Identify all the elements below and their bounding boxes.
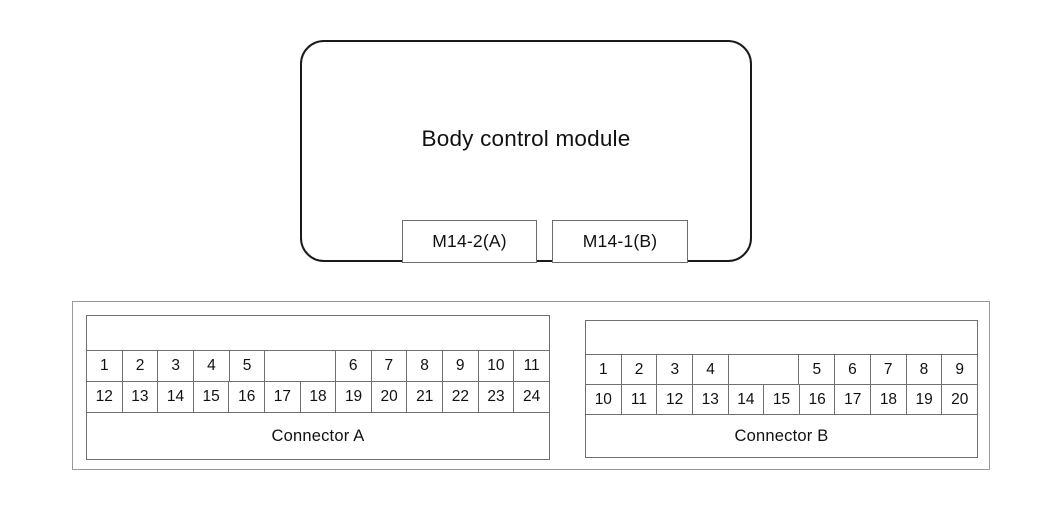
connector-a-pin-10: 10 [478,351,515,381]
connector-b-pin-1: 1 [586,355,622,384]
connector-b-pin-4: 4 [693,355,729,384]
module-connector-tab-b[interactable]: M14-1(B) [552,220,688,263]
connector-a-pin-16: 16 [229,382,266,412]
connector-b-pin-2: 2 [621,355,658,384]
connector-a-pin-9: 9 [442,351,479,381]
connector-b-pin-6: 6 [835,355,871,384]
connector-b-label: Connector B [586,415,977,457]
connector-a-pin-22: 22 [443,382,479,412]
connector-b-pin-20: 20 [942,385,978,414]
connector-b-pin-15: 15 [764,385,800,414]
connector-a-label: Connector A [87,413,549,459]
connector-b-pin-11: 11 [621,385,658,414]
connector-b-pin-18: 18 [871,385,907,414]
connector-b-pin-13: 13 [692,385,729,414]
connector-a-pin-6: 6 [335,351,372,381]
connector-b-pin-16: 16 [799,385,836,414]
connector-b-pin-12: 12 [657,385,693,414]
connector-b-pin-19: 19 [906,385,943,414]
connector-b-pin-5: 5 [799,355,836,384]
connector-a-pin-2: 2 [122,351,159,381]
connector-a-pin-4: 4 [194,351,230,381]
connector-a-pin-1: 1 [87,351,123,381]
connector-a-pin-21: 21 [407,382,444,412]
connector-a-pin-13: 13 [122,382,159,412]
connector-b-pin-10: 10 [586,385,622,414]
module-title: Body control module [421,126,631,151]
connector-a-pin-24: 24 [514,382,549,412]
connector-b-pin-3: 3 [657,355,694,384]
connector-a-pin-3: 3 [158,351,195,381]
connector-a-pin-7: 7 [371,351,408,381]
connector-b-pin-9: 9 [942,355,978,384]
connector-a-pin-20: 20 [371,382,408,412]
connector-b-pin-cell-empty [728,355,800,384]
connector-a-pin-18: 18 [300,382,337,412]
connector-a-pin-14: 14 [158,382,194,412]
connector-a-pin-11: 11 [514,351,549,381]
connector-a-pin-cell-empty [265,351,336,381]
module-connector-tab-a[interactable]: M14-2(A) [402,220,537,263]
connector-a-blank-band [87,316,549,351]
connector-a-pin-19: 19 [336,382,372,412]
connector-b-pin-17: 17 [835,385,872,414]
connector-b-blank-band [586,321,977,355]
connector-a-pin-15: 15 [193,382,230,412]
connector-b-pin-7: 7 [870,355,907,384]
connector-a-pin-5: 5 [229,351,266,381]
connector-a-pin-17: 17 [265,382,301,412]
connector-a-pin-8: 8 [407,351,443,381]
connector-a-pin-12: 12 [87,382,123,412]
connector-b-pin-14: 14 [728,385,765,414]
connector-b-pin-8: 8 [906,355,943,384]
connector-a-pin-23: 23 [478,382,515,412]
